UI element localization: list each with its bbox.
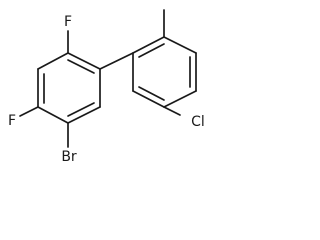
double-bond-inner bbox=[138, 86, 165, 101]
bond bbox=[132, 90, 165, 108]
structure-bonds bbox=[19, 9, 197, 148]
double-bond-inner bbox=[67, 59, 95, 74]
double-bond-inner bbox=[138, 43, 165, 58]
chemical-structure: F F Br Cl bbox=[8, 9, 205, 165]
atom-label-bromine: Br bbox=[61, 149, 77, 165]
biaryl-bond bbox=[99, 52, 134, 70]
bond bbox=[67, 52, 101, 70]
bond bbox=[163, 90, 197, 108]
bond-to-fluorine-left bbox=[19, 106, 39, 117]
bond bbox=[37, 106, 69, 124]
bond bbox=[163, 36, 197, 54]
double-bond-inner bbox=[67, 102, 95, 117]
bond bbox=[67, 106, 101, 124]
bond-to-chlorine bbox=[163, 106, 181, 116]
bond bbox=[37, 52, 69, 70]
bond bbox=[132, 36, 165, 54]
atom-label-chlorine: Cl bbox=[191, 114, 205, 130]
atom-label-fluorine-left: F bbox=[8, 113, 16, 129]
atom-label-fluorine-top: F bbox=[64, 14, 72, 30]
structure-labels: F F Br Cl bbox=[8, 14, 205, 165]
